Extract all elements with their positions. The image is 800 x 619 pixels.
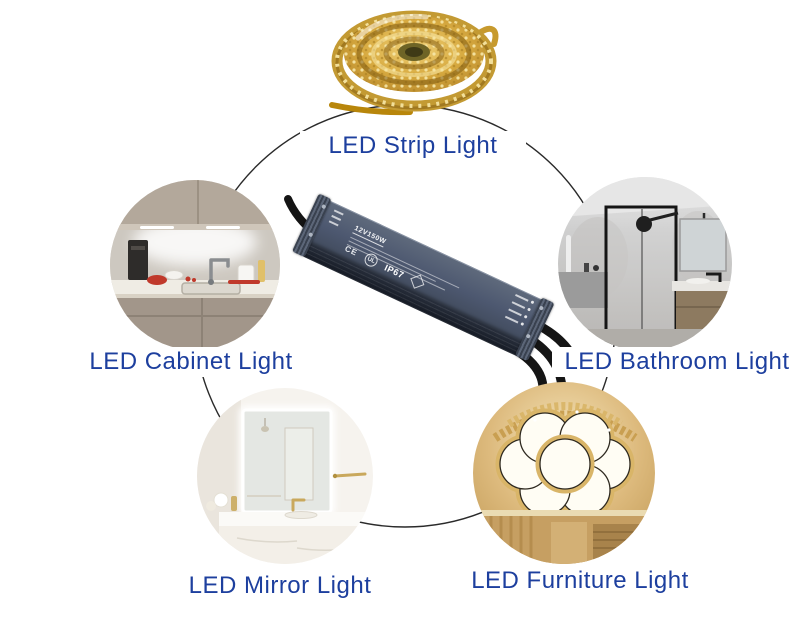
furniture-light-image	[473, 382, 655, 564]
app-label-bathroom: LED Bathroom Light	[552, 347, 800, 377]
bathroom-light-image	[558, 177, 732, 351]
app-label-mirror: LED Mirror Light	[168, 571, 392, 601]
app-label-furniture: LED Furniture Light	[452, 566, 708, 596]
red-bowl	[147, 275, 167, 285]
ce-mark-icon: CE	[343, 244, 360, 258]
brand-diamond-icon	[409, 274, 425, 289]
flower-ceiling-lamp	[492, 402, 638, 520]
sink-faucet	[181, 258, 241, 295]
towel-bar	[332, 472, 367, 479]
led-mirror	[239, 406, 335, 516]
cabinet-light-image	[110, 180, 280, 350]
mirror-light-image	[197, 388, 373, 564]
vanity	[672, 272, 732, 329]
input-terminal-marks	[328, 209, 344, 227]
app-label-cabinet: LED Cabinet Light	[75, 347, 307, 377]
vanity-mirror	[679, 218, 727, 272]
strip-light-image	[329, 10, 499, 116]
app-label-strip: LED Strip Light	[300, 131, 526, 161]
